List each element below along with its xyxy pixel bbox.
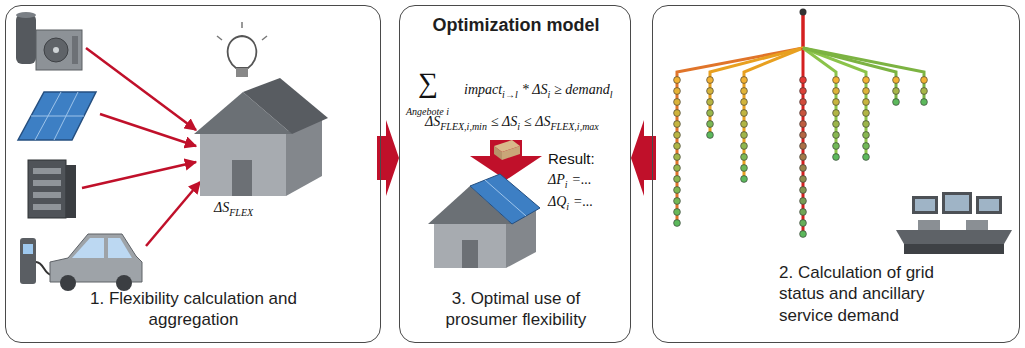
heat-pump-icon <box>16 12 82 70</box>
formula-text: ΔQ <box>548 194 566 209</box>
subscript: i <box>565 179 568 190</box>
formula-text: ΔS <box>425 114 440 129</box>
prosumer-house-icon <box>428 174 540 268</box>
subscript: FLEX,i,max <box>550 121 598 132</box>
electric-vehicle-icon <box>20 234 142 291</box>
formula-text: * ΔS <box>522 82 548 97</box>
grid-topology <box>674 9 928 238</box>
formula-text: Result: <box>548 150 595 167</box>
subscript: i <box>517 121 520 132</box>
panel-caption: 2. Calculation of grid status and ancill… <box>779 262 979 326</box>
battery-storage-icon <box>28 160 76 218</box>
formula-text: ≤ ΔS <box>524 114 550 129</box>
panel: Optimization model 3. Optimal use of pros… <box>399 5 631 343</box>
panel-caption: 3. Optimal use of prosumer flexibility <box>421 288 611 331</box>
lightbulb-icon <box>217 22 267 77</box>
panel-title: Optimization model <box>400 14 632 37</box>
flexibility-symbol: ΔSFLEX <box>214 200 253 219</box>
formula-text: ≥ demand <box>554 82 610 97</box>
house-icon <box>194 78 328 196</box>
subscript: i <box>566 201 569 212</box>
subscript: l <box>610 89 613 100</box>
sum-symbol: ∑ <box>418 66 438 100</box>
control-room-icon <box>896 192 1012 254</box>
formula-text: =... <box>573 194 593 209</box>
subscript: i→l <box>502 89 518 100</box>
formula-text: impact <box>464 82 502 97</box>
formula-text: ∑ <box>418 67 438 98</box>
panel-caption: 1. Flexibility calculation and aggregati… <box>86 288 301 331</box>
formula-text: =... <box>572 172 592 187</box>
pv-panel-icon <box>18 92 96 140</box>
formula-text: ΔP <box>548 172 565 187</box>
formula-text: ΔS <box>214 200 229 215</box>
result-value: ΔPi =... <box>548 172 592 191</box>
subscript: FLEX,i,min <box>440 121 487 132</box>
result-heading: Result: <box>548 150 595 169</box>
formula-text: ≤ ΔS <box>491 114 517 129</box>
subscript: FLEX <box>229 207 253 218</box>
bound-formula: ΔSFLEX,i,min≤ ΔSi≤ ΔSFLEX,i,max <box>425 114 599 133</box>
result-value: ΔQi =... <box>548 194 593 213</box>
result-arrow <box>470 140 542 180</box>
panel: 1. Flexibility calculation and aggregati… <box>5 5 381 343</box>
flexibility-arrows <box>82 48 200 246</box>
constraint-formula: impacti→l * ΔSi ≥ demandl <box>464 82 612 101</box>
subscript: i <box>547 89 550 100</box>
panel: 2. Calculation of grid status and ancill… <box>652 5 1020 343</box>
